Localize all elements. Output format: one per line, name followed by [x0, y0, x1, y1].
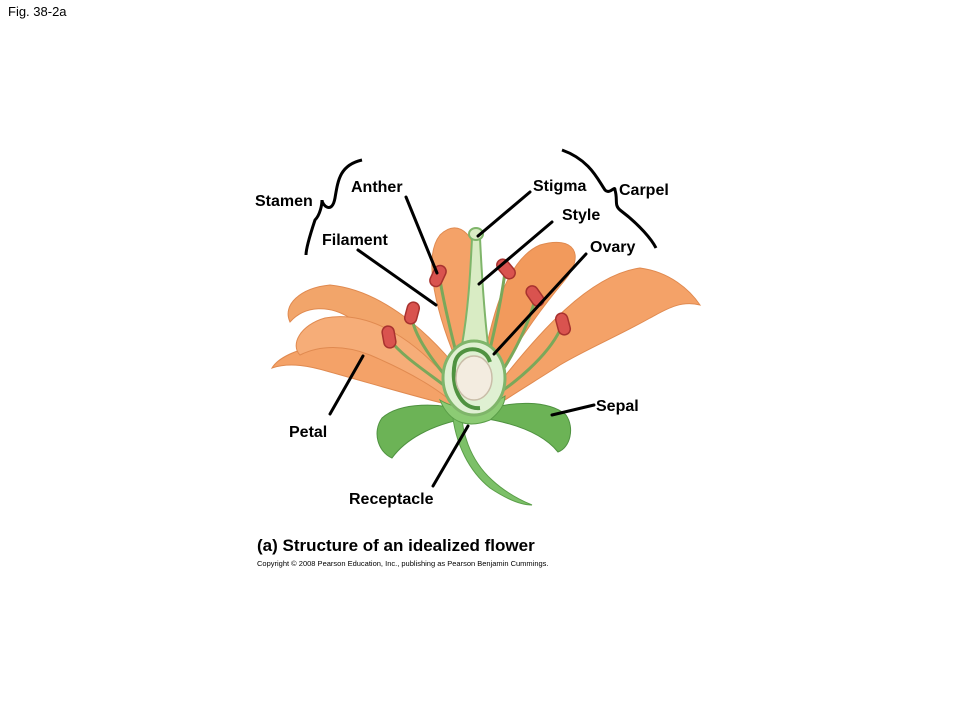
caption: (a) Structure of an idealized flower: [257, 536, 535, 555]
leader-receptacle: [431, 424, 470, 488]
label-anther: Anther: [351, 179, 403, 196]
label-style: Style: [562, 207, 600, 224]
leader-filament: [356, 248, 438, 307]
sepal-left: [376, 404, 469, 459]
anther-1: [403, 301, 421, 325]
leader-sepal: [550, 403, 596, 417]
ovule: [455, 355, 493, 401]
label-filament: Filament: [322, 232, 388, 249]
label-stamen: Stamen: [255, 193, 313, 210]
leader-style: [477, 220, 554, 286]
label-carpel: Carpel: [619, 182, 669, 199]
ovary-wall-curl: [451, 347, 492, 411]
figure-label: Fig. 38-2a: [8, 4, 67, 19]
label-receptacle: Receptacle: [349, 491, 434, 508]
stamen-brace: [304, 158, 363, 256]
label-petal: Petal: [289, 424, 327, 441]
leader-ovary: [492, 252, 588, 356]
sepal-right: [481, 402, 572, 453]
sepals: [376, 402, 572, 459]
stigma: [468, 227, 484, 241]
anther-2: [381, 325, 397, 349]
anthers: [381, 258, 572, 349]
label-ovary: Ovary: [590, 239, 635, 256]
leader-stigma: [476, 190, 532, 238]
leader-petal: [328, 354, 365, 416]
copyright: Copyright © 2008 Pearson Education, Inc.…: [257, 559, 549, 568]
leader-anther: [404, 195, 439, 275]
anther-6: [554, 312, 572, 336]
anther-5: [525, 285, 545, 307]
carpel-brace: [561, 148, 658, 249]
label-sepal: Sepal: [596, 398, 639, 415]
anther-3: [429, 264, 447, 288]
label-stigma: Stigma: [533, 178, 586, 195]
petal-right: [489, 267, 702, 401]
